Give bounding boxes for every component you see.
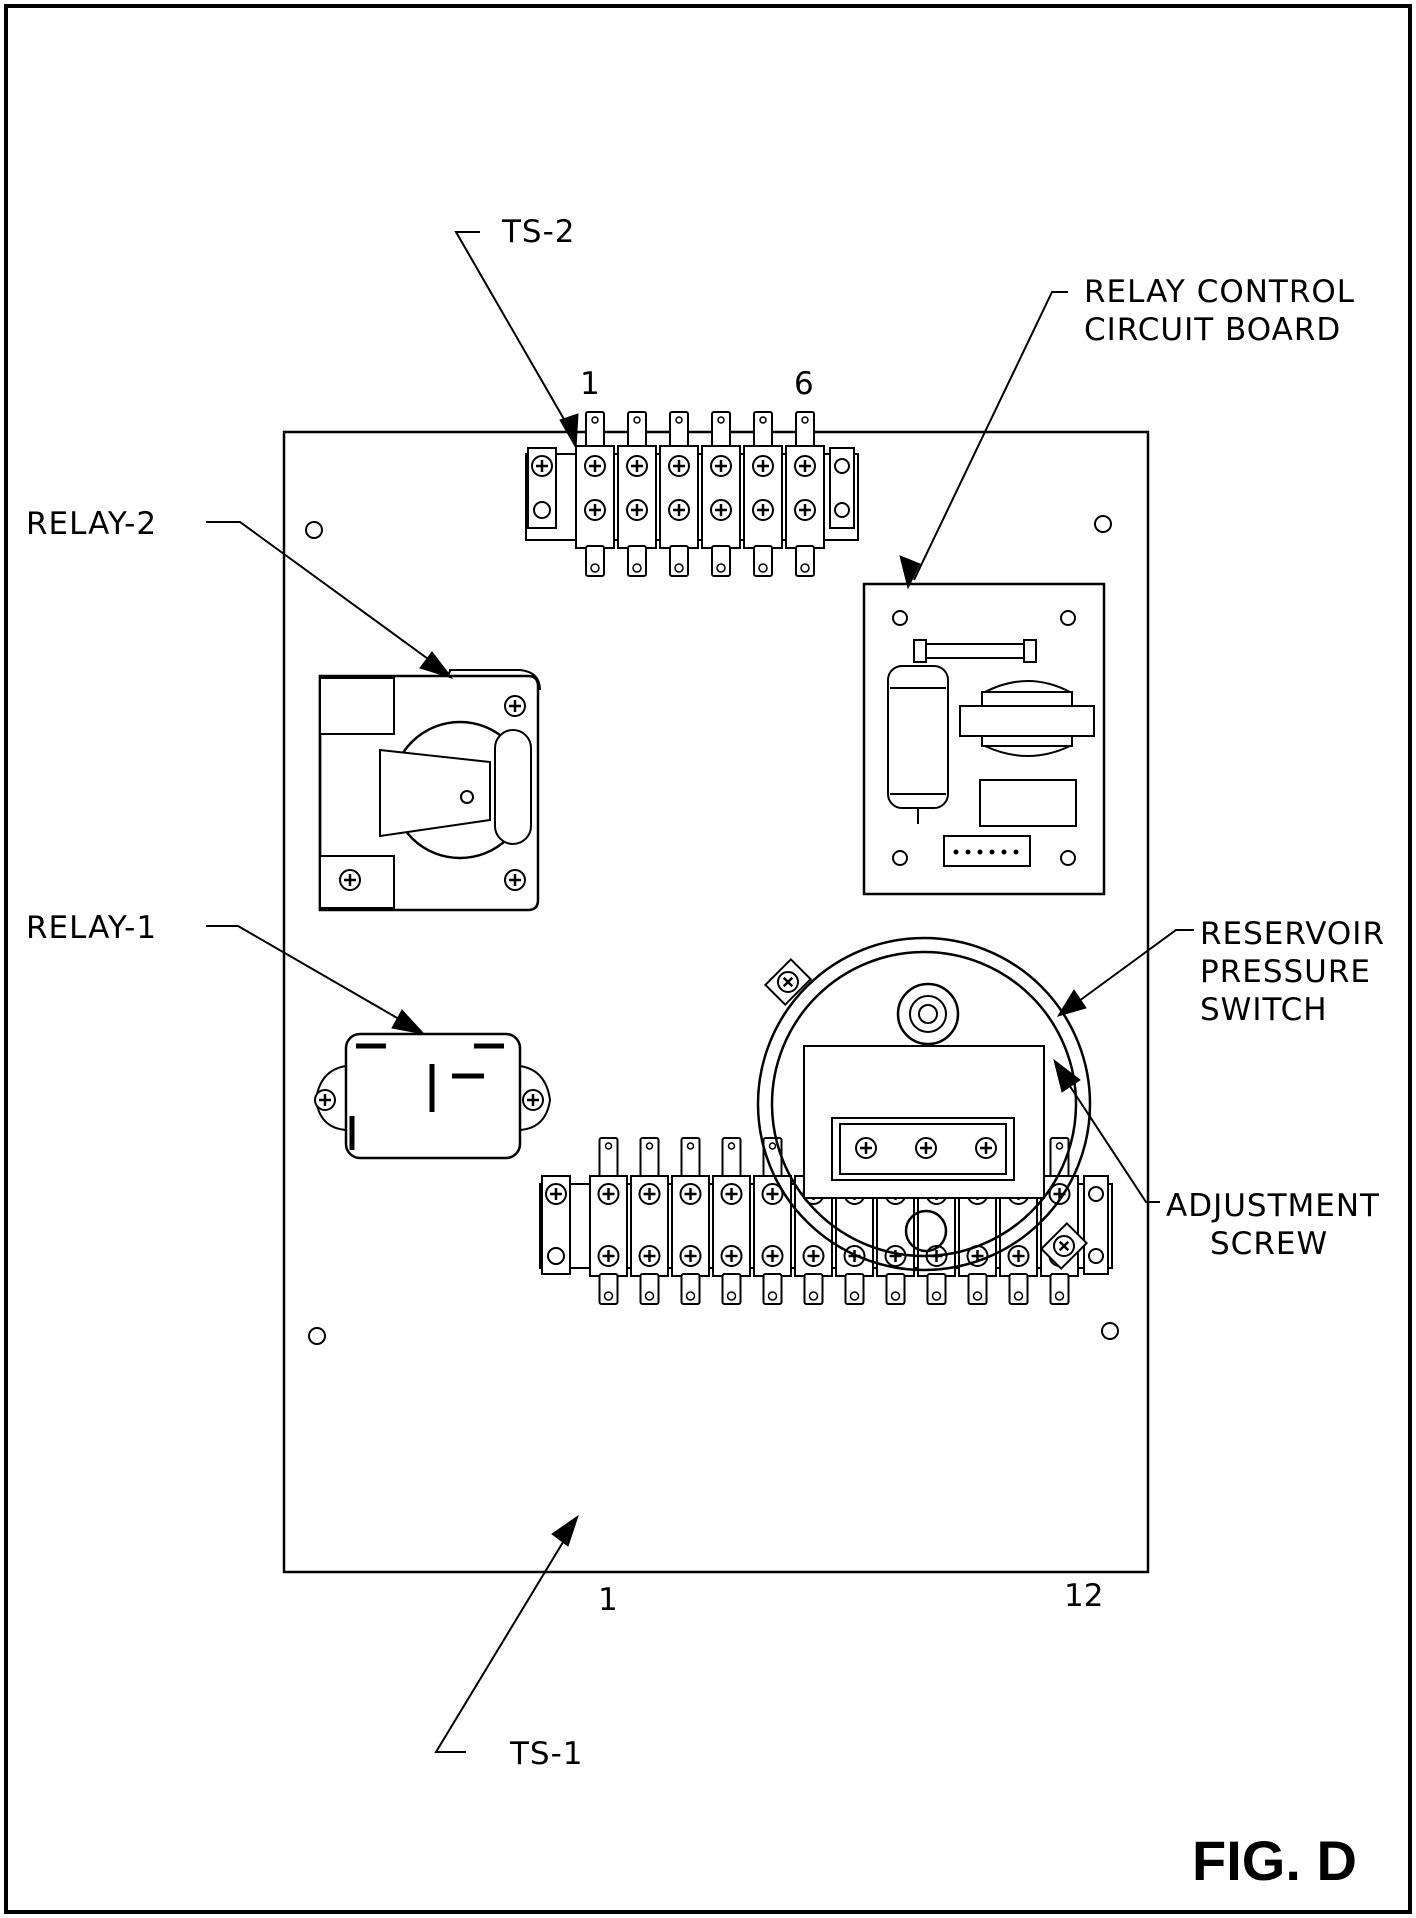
relay-1 bbox=[313, 1032, 552, 1160]
label-ts1: TS-1 bbox=[509, 1736, 584, 1772]
ts1-end-mount bbox=[1083, 1175, 1109, 1275]
label-relay-control-line2: CIRCUIT BOARD bbox=[1084, 312, 1341, 348]
ts2-end-mount bbox=[829, 447, 855, 529]
ts1-terminal bbox=[671, 1137, 710, 1305]
terminal-strip-ts2 bbox=[525, 411, 859, 577]
ts1-first-terminal-number: 1 bbox=[598, 1582, 618, 1618]
ts2-terminal bbox=[659, 411, 699, 577]
ts2-terminal bbox=[575, 411, 615, 577]
ts1-last-terminal-number: 12 bbox=[1064, 1578, 1103, 1614]
ts2-end-mount bbox=[527, 447, 557, 529]
label-reservoir-line1: RESERVOIR bbox=[1200, 916, 1385, 952]
label-ts2: TS-2 bbox=[501, 214, 576, 250]
ts2-last-terminal-number: 6 bbox=[794, 366, 814, 402]
ts2-terminal bbox=[743, 411, 783, 577]
relay-control-circuit-board bbox=[862, 582, 1106, 896]
label-relay1: RELAY-1 bbox=[26, 910, 157, 946]
ts1-terminal bbox=[753, 1137, 792, 1305]
plate-mounting-holes bbox=[305, 515, 1119, 1345]
label-relay-control-line1: RELAY CONTROL bbox=[1084, 274, 1355, 310]
label-relay2: RELAY-2 bbox=[26, 506, 157, 542]
ts2-terminal bbox=[785, 411, 825, 577]
ts1-terminal bbox=[589, 1137, 628, 1305]
label-adjustment-line2: SCREW bbox=[1210, 1226, 1328, 1262]
ts1-terminal bbox=[1040, 1137, 1079, 1305]
mounting-plate bbox=[282, 430, 1150, 1574]
page-border bbox=[4, 4, 1412, 1914]
ts2-terminal bbox=[617, 411, 657, 577]
ts2-first-terminal-number: 1 bbox=[580, 366, 600, 402]
relay-2 bbox=[318, 669, 541, 912]
ts1-end-mount bbox=[541, 1175, 571, 1275]
label-adjustment-line1: ADJUSTMENT bbox=[1166, 1188, 1380, 1224]
ts1-terminal bbox=[630, 1137, 669, 1305]
leader-lines bbox=[206, 231, 1194, 1753]
label-reservoir-line3: SWITCH bbox=[1200, 992, 1328, 1028]
reservoir-pressure-switch bbox=[756, 936, 1092, 1272]
label-reservoir-line2: PRESSURE bbox=[1200, 954, 1371, 990]
ts2-terminal bbox=[701, 411, 741, 577]
figure-label: FIG. D bbox=[1192, 1829, 1357, 1892]
ts1-terminal bbox=[712, 1137, 751, 1305]
